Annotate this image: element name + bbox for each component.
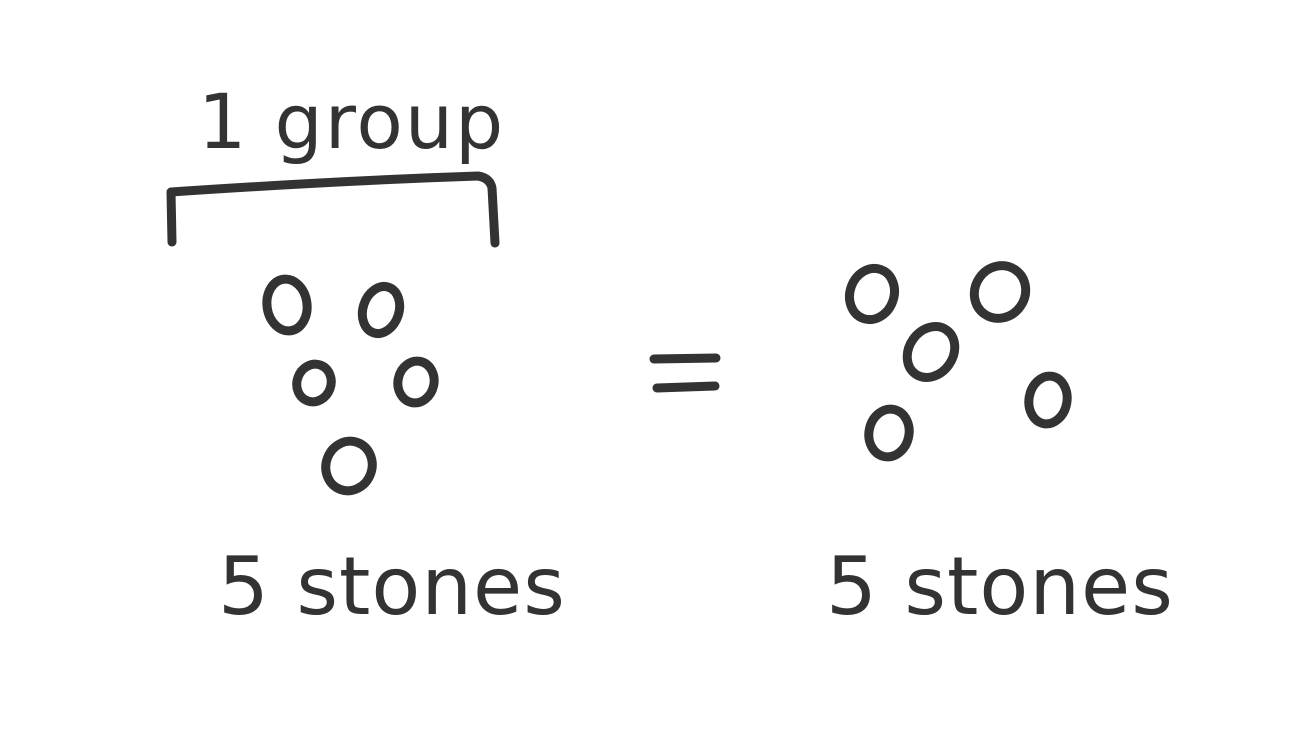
right-stone-group (844, 261, 1072, 462)
stone (969, 261, 1031, 323)
stone (393, 356, 439, 408)
stone (844, 263, 900, 325)
left-caption: 5 stones (218, 540, 566, 633)
right-caption: 5 stones (826, 540, 1174, 633)
stone (321, 436, 377, 496)
stone (864, 404, 914, 462)
group-label: 1 group (198, 77, 505, 166)
equals-sign (649, 353, 721, 393)
stone (292, 359, 336, 407)
group-bracket (166, 171, 500, 248)
stone (902, 322, 960, 382)
left-stone-group (262, 274, 439, 496)
stone (262, 274, 312, 336)
stone (1024, 371, 1072, 429)
stone (357, 282, 405, 338)
